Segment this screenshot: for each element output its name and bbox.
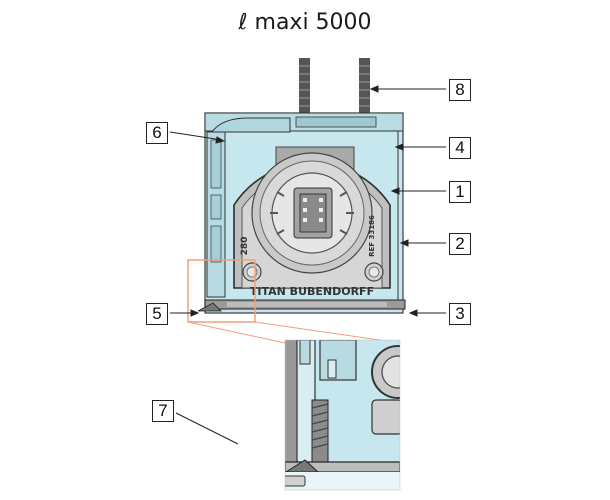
- callout-2: 2: [449, 233, 471, 255]
- reference-label: REF 33186: [368, 215, 376, 257]
- callout-8: 8: [449, 79, 471, 101]
- callout-5: 5: [146, 303, 168, 325]
- brand-label: TITAN BUBENDORFF: [250, 285, 374, 298]
- callout-3: 3: [449, 303, 471, 325]
- bottom-rail: [197, 299, 406, 312]
- callout-7: 7: [152, 400, 174, 422]
- strap-rods: [299, 58, 370, 113]
- motor-cover: TITAN BUBENDORFF REF 33186 280: [233, 146, 391, 298]
- callout-1: 1: [449, 181, 471, 203]
- callout-4: 4: [449, 137, 471, 159]
- size-label: 280: [240, 237, 250, 256]
- callout-6: 6: [146, 122, 168, 144]
- leader-lines: [169, 85, 446, 445]
- zoom-detail: [284, 339, 401, 491]
- zoom-highlight-box: [187, 259, 256, 323]
- diagram-title: ℓ maxi 5000: [238, 10, 372, 35]
